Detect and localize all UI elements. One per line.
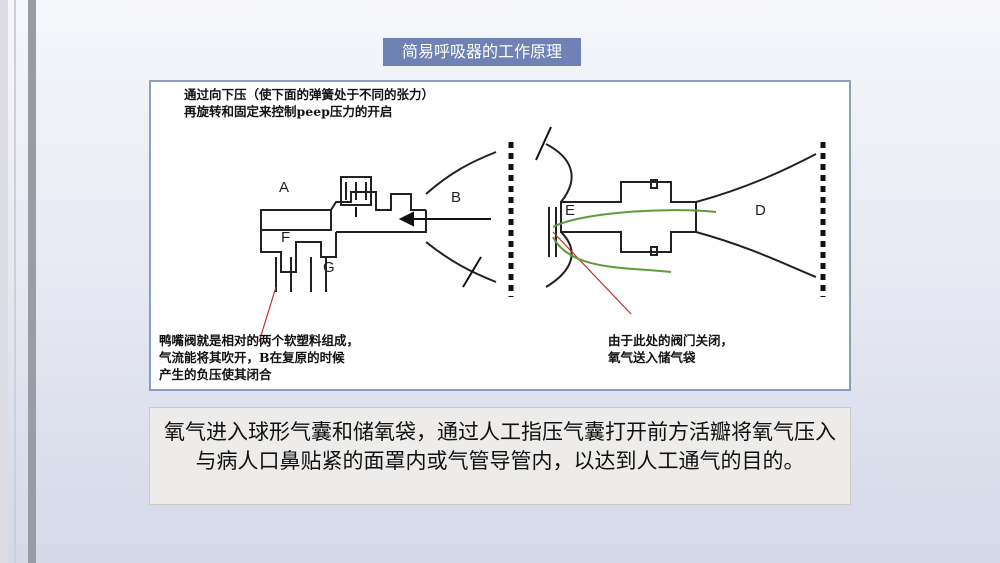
left-decor-line — [14, 0, 16, 563]
note-duckbill: 鸭嘴阀就是相对的两个软塑料组成， 气流能将其吹开，B在复原的时候 产生的负压使其… — [159, 333, 360, 382]
slide-title: 简易呼吸器的工作原理 — [383, 38, 581, 66]
left-decor-bar — [0, 0, 8, 563]
label-a: A — [279, 179, 289, 196]
label-b: B — [451, 189, 461, 206]
label-f: F — [281, 229, 290, 246]
label-e: E — [565, 202, 575, 219]
label-g: G — [323, 259, 335, 276]
note-valve: 由于此处的阀门关闭， 氧气送入储气袋 — [608, 333, 734, 365]
valve-drawing: A B D E F G — [258, 126, 826, 343]
label-d: D — [755, 202, 766, 219]
description-text: 氧气进入球形气囊和储氧袋，通过人工指压气囊打开前方活瓣将氧气压入与病人口鼻贴紧的… — [149, 407, 851, 505]
resuscitator-diagram: A B D E F G 通过向下压（使下面的弹簧处于不同的张力） 再旋转和固定来… — [149, 80, 851, 391]
left-decor-bar-dark — [28, 0, 36, 563]
note-peep: 通过向下压（使下面的弹簧处于不同的张力） 再旋转和固定来控制peep压力的开启 — [184, 87, 435, 119]
